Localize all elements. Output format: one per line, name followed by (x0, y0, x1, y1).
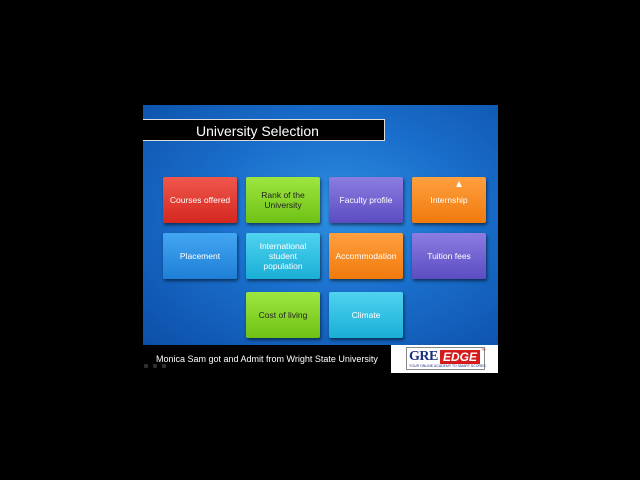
box-internship: Internship (412, 177, 486, 223)
box-tuition-fees: Tuition fees (412, 233, 486, 279)
next-icon[interactable] (162, 364, 166, 368)
player-controls[interactable] (144, 362, 184, 370)
logo-area: GRE EDGE ™ YOUR ONLINE ACADEMY TO SMART … (391, 345, 498, 373)
presentation-slide: University Selection Courses offered Ran… (143, 105, 498, 345)
box-faculty-profile: Faculty profile (329, 177, 403, 223)
box-international-student-population: International student population (246, 233, 320, 279)
play-icon[interactable] (153, 364, 157, 368)
logo-tagline: YOUR ONLINE ACADEMY TO SMART SCORES (409, 364, 486, 368)
video-caption: Monica Sam got and Admit from Wright Sta… (143, 345, 391, 373)
slide-title: University Selection (143, 119, 385, 141)
box-courses-offered: Courses offered (163, 177, 237, 223)
mouse-cursor-icon (456, 181, 462, 187)
logo-edge-text: EDGE (440, 350, 481, 364)
prev-icon[interactable] (144, 364, 148, 368)
box-climate: Climate (329, 292, 403, 338)
box-cost-of-living: Cost of living (246, 292, 320, 338)
box-placement: Placement (163, 233, 237, 279)
greedge-logo: GRE EDGE ™ YOUR ONLINE ACADEMY TO SMART … (406, 347, 486, 370)
box-rank-of-university: Rank of the University (246, 177, 320, 223)
logo-gre-text: GRE (409, 349, 438, 364)
logo-trademark: ™ (481, 348, 486, 354)
box-accommodation: Accommodation (329, 233, 403, 279)
